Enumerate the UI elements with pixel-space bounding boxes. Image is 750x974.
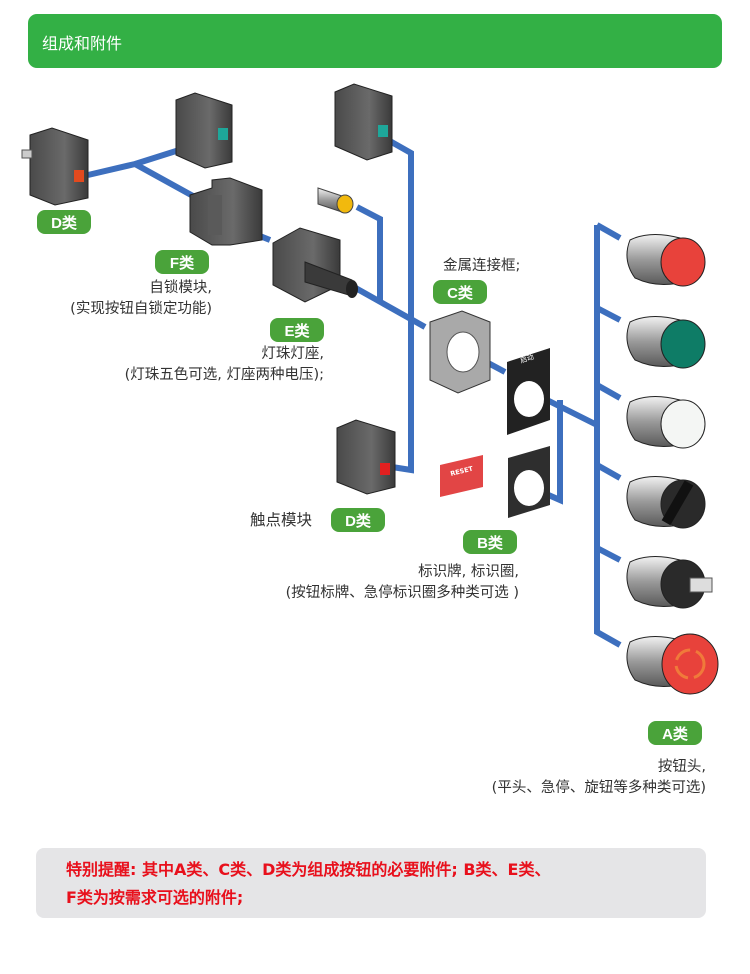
line-d-right [386,137,414,474]
desc-e-line1: 灯珠灯座, [261,346,324,362]
key [689,577,713,593]
tag-b: B类 [463,530,517,554]
desc-a-line1: 按钮头, [657,759,706,775]
lamp-holder-e [272,227,358,303]
cap [660,319,706,369]
desc-e: 灯珠灯座, (灯珠五色可选, 灯座两种电压); [125,344,324,386]
branch-2 [595,305,622,323]
desc-f-line1: 自锁模块, [149,280,212,296]
line-a-trunk [594,225,622,648]
desc-b-line2: (按钮标牌、急停标识圈多种类可选 ) [285,585,519,601]
selector-switch [626,476,706,529]
section-header: 组成和附件 [28,14,722,68]
emergency-stop-button [626,633,719,695]
green-flush-button [626,316,706,369]
white-flush-button [626,396,706,449]
desc-b-line1: 标识牌, 标识圈, [418,564,519,580]
metal-frame-c [429,310,491,394]
line-e-c [350,283,427,330]
branch-4 [595,462,622,481]
line-lamp [355,204,383,300]
desc-a: 按钮头, (平头、急停、旋钮等多种类可选) [492,757,706,799]
desc-f-line2: (实现按钮自锁定功能) [70,301,212,317]
branch-1 [595,222,622,241]
tag-a: A类 [648,721,702,745]
tag-d-top: D类 [37,210,91,234]
selector-lever [661,480,694,526]
self-lock-module-f [189,177,263,246]
desc-e-line2: (灯珠五色可选, 灯座两种电压); [124,367,324,383]
legend-plate: 启动 [507,348,550,435]
legend-ring [508,299,550,518]
reminder-line1: 特别提醒: 其中A类、C类、D类为组成按钮的必要附件; B类、E类、 [66,860,551,879]
contact-block-teal-left [175,92,233,169]
contact-block-d-top [21,127,89,206]
reminder-note: 特别提醒: 其中A类、C类、D类为组成按钮的必要附件; B类、E类、 F类为按需… [36,848,706,918]
tag-f: F类 [155,250,209,274]
tag-c: C类 [433,280,487,304]
desc-c: 金属连接框; [443,258,521,274]
desc-b: 标识牌, 标识圈, (按钮标牌、急停标识圈多种类可选 ) [286,562,519,604]
button-heads [626,234,719,695]
contact-block-d-bottom [336,419,396,495]
red-flush-button [626,234,706,287]
cap [661,633,719,695]
reminder-line2: F类为按需求可选的附件; [66,888,244,907]
desc-d-bottom: 触点模块 [250,511,313,529]
desc-f: 自锁模块, (实现按钮自锁定功能) [70,278,212,320]
line-f [133,161,195,199]
reminder-text: 特别提醒: 其中A类、C类、D类为组成按钮的必要附件; B类、E类、 F类为按需… [66,856,686,912]
reset-plate: RESET [440,455,483,497]
contact-block-teal-right [334,83,393,161]
lamp-bulb [317,187,354,214]
tag-e: E类 [270,318,324,342]
key-switch [626,556,713,609]
cap [660,399,706,449]
rotate-arrows-icon [674,648,706,680]
cap [660,237,706,287]
tag-d-bottom: D类 [331,508,385,532]
branch-5 [595,545,622,563]
section-title: 组成和附件 [42,34,123,53]
branch-3 [595,382,622,401]
desc-a-line2: (平头、急停、旋钮等多种类可选) [491,780,706,796]
plate-label: 启动 [519,352,535,365]
